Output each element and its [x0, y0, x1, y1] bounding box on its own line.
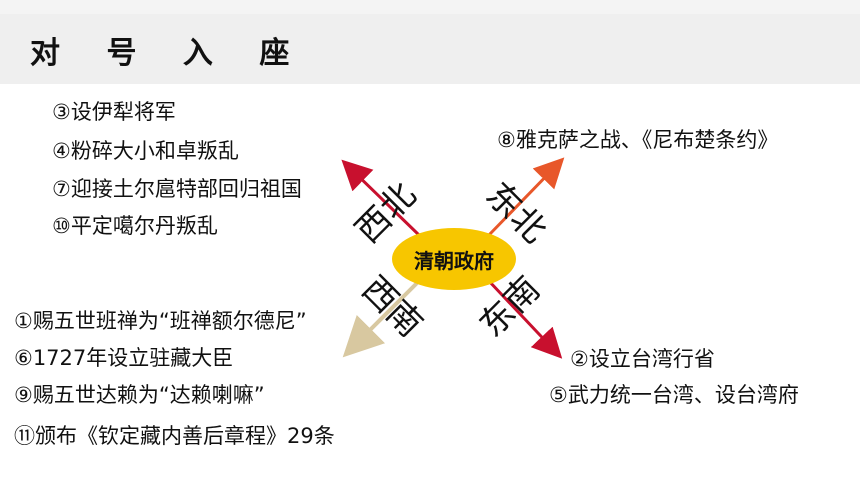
- northwest-item: ④粉碎大小和卓叛乱: [52, 139, 239, 163]
- northwest-item: ③设伊犁将军: [52, 100, 176, 124]
- center-node: 清朝政府: [392, 228, 516, 290]
- page-title: 对 号 入 座: [30, 36, 308, 71]
- southwest-item: ⑥1727年设立驻藏大臣: [14, 346, 234, 370]
- northwest-item: ⑩平定噶尔丹叛乱: [52, 214, 218, 238]
- southwest-item: ①赐五世班禅为“班禅额尔德尼”: [14, 309, 307, 333]
- southwest-item: ⑪颁布《钦定藏内善后章程》29条: [14, 424, 335, 448]
- northwest-arrow: [341, 159, 422, 238]
- center-label: 清朝政府: [414, 248, 494, 273]
- northwest-item: ⑦迎接土尔扈特部回归祖国: [52, 177, 302, 201]
- southeast-arrow: [486, 278, 563, 359]
- southwest-item: ⑨赐五世达赖为“达赖喇嘛”: [14, 383, 265, 407]
- northeast-item: ⑧雅克萨之战、《尼布楚条约》: [497, 128, 779, 152]
- top-strip: [0, 0, 860, 14]
- northeast-arrow: [486, 157, 565, 238]
- southeast-item: ⑤武力统一台湾、设台湾府: [549, 383, 799, 407]
- southwest-arrow: [342, 278, 422, 358]
- southeast-item: ②设立台湾行省: [570, 347, 715, 371]
- title-band: [0, 14, 860, 84]
